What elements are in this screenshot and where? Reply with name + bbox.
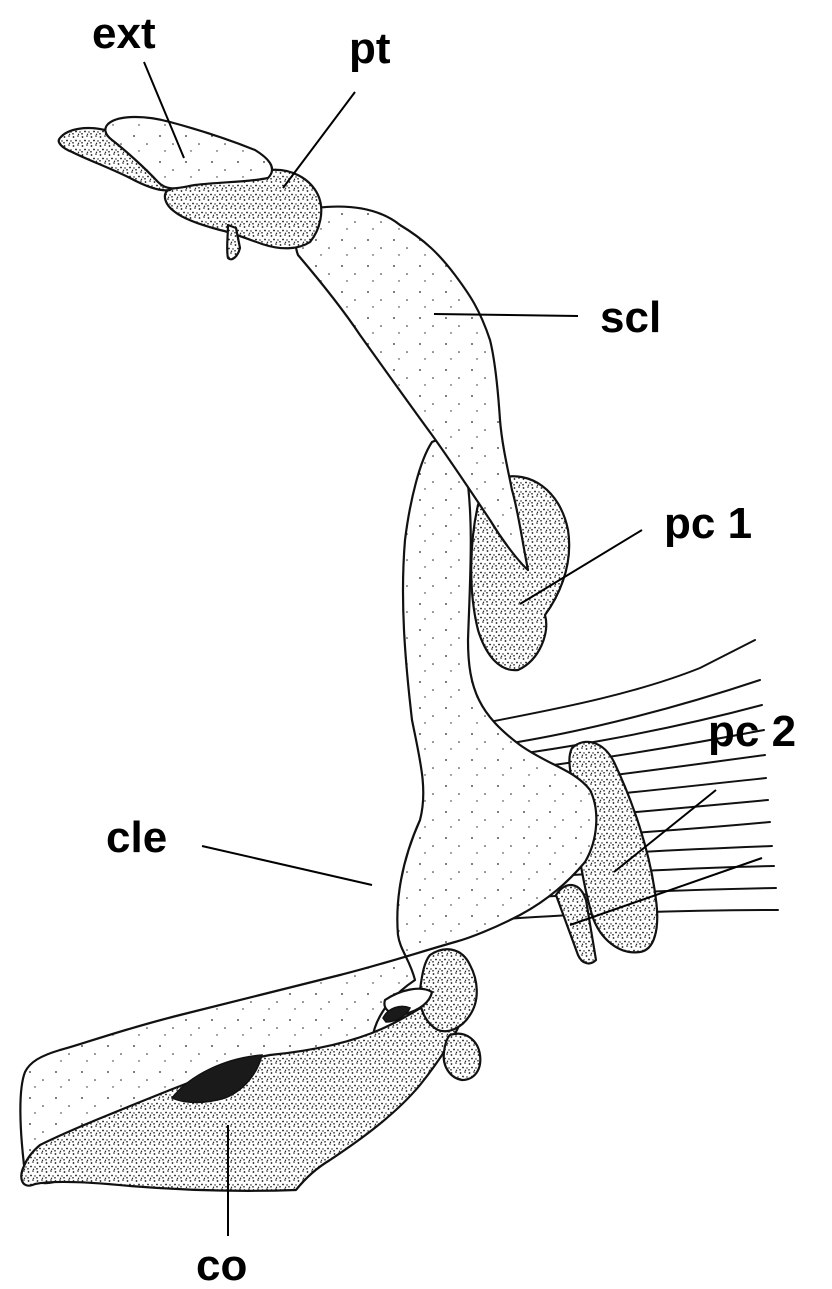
leader-pt [283,92,355,188]
leader-cle [202,846,372,885]
label-cle: cle [106,813,167,862]
label-pt: pt [349,24,391,73]
label-pc1: pc 1 [664,499,752,548]
label-co: co [196,1241,247,1289]
label-pc2: pc 2 [708,707,796,756]
extrascapula [59,117,272,190]
label-ext: ext [92,9,156,58]
label-scl: scl [600,293,661,342]
